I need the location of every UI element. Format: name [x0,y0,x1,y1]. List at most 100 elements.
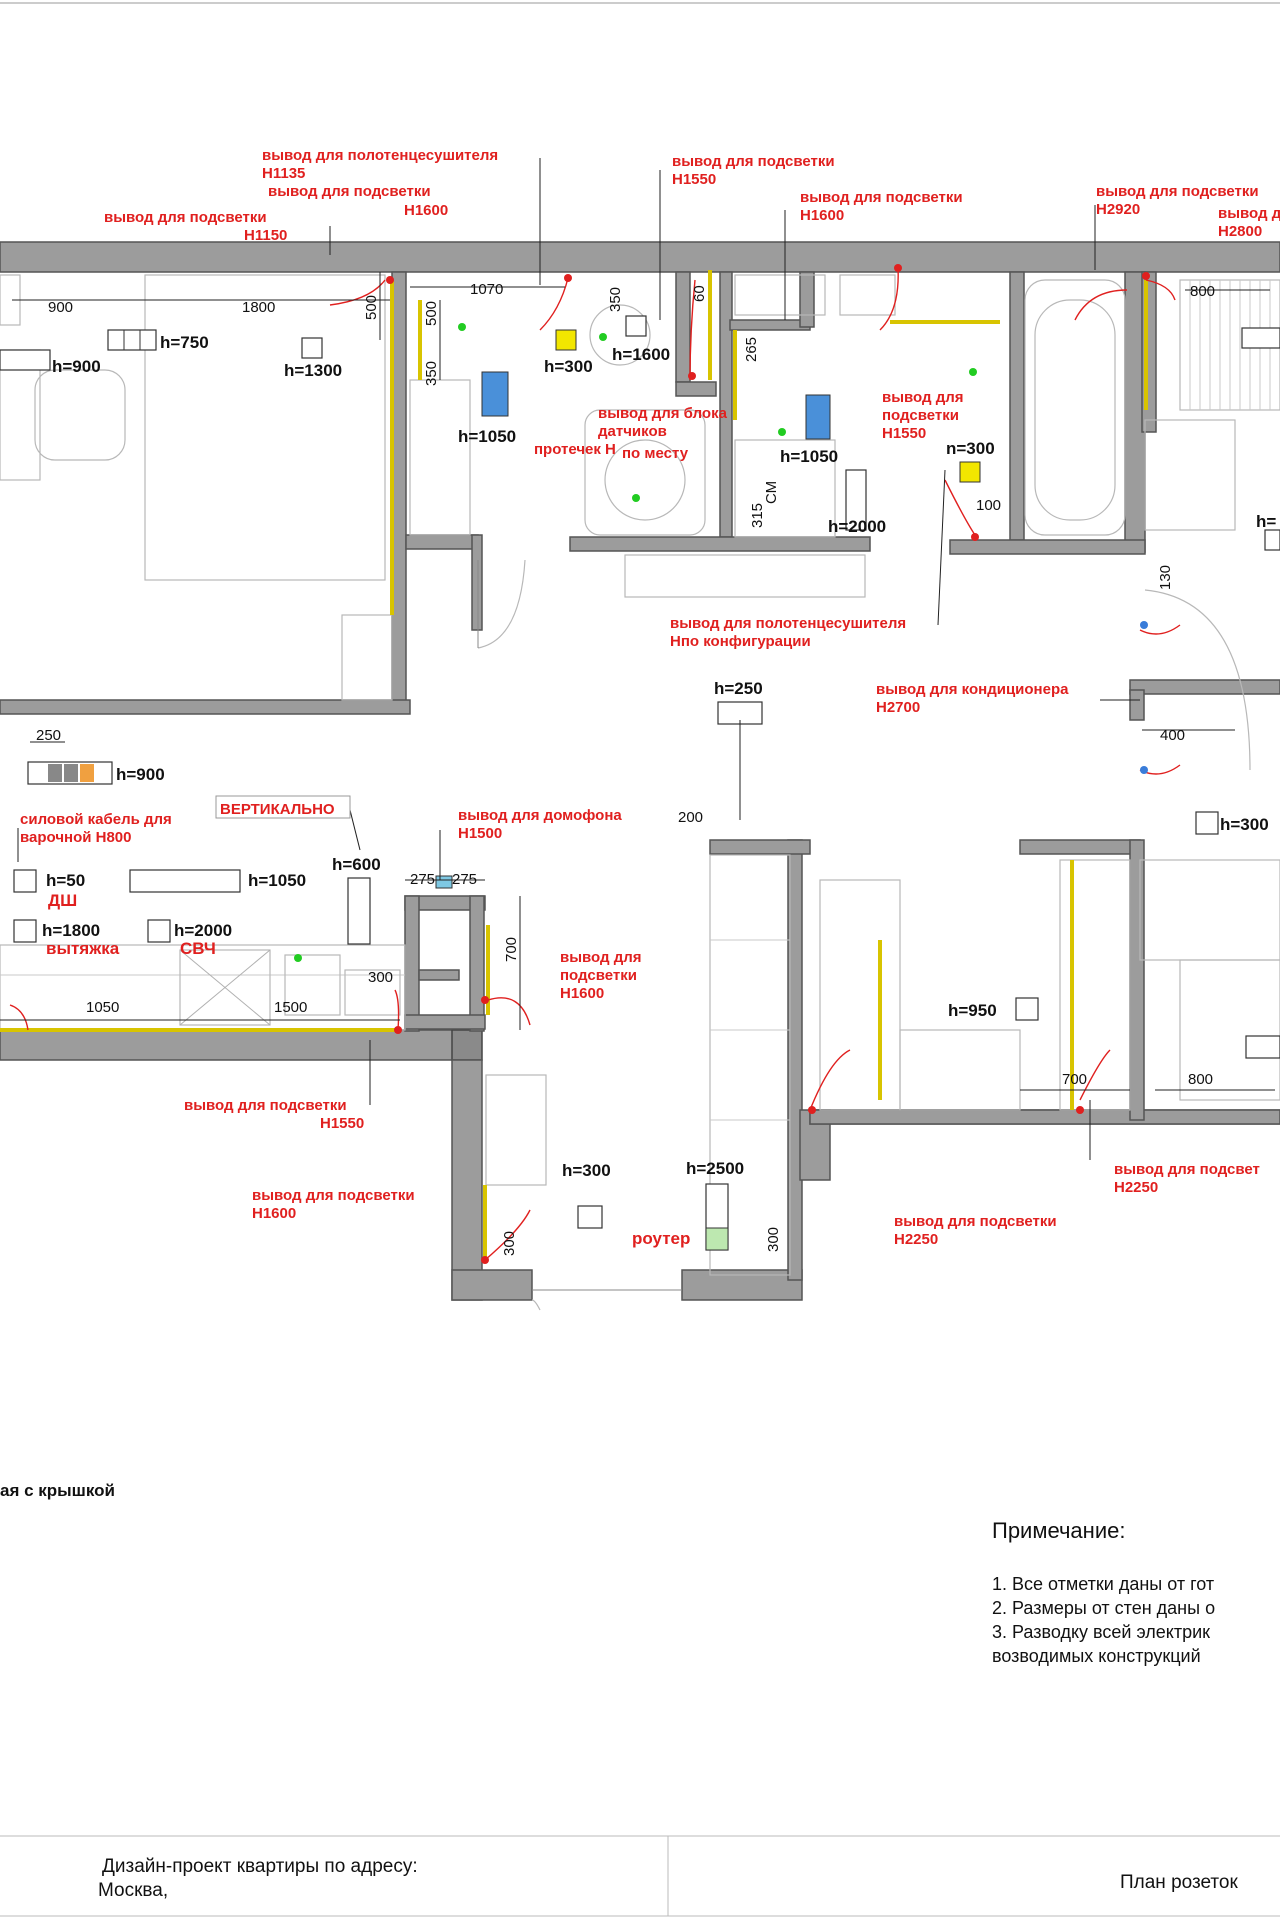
label-intercom-a: вывод для домофона [458,807,622,824]
dim-1500: 1500 [274,999,307,1016]
label-light-8c: H1600 [560,985,604,1002]
dim-350a: 350 [423,361,440,386]
h50: h=50 [46,871,85,890]
label-hood: вытяжка [46,939,120,958]
label-light-2a: вывод для подсветки [104,209,267,226]
h-cut: h= [1256,512,1276,531]
wires [9,267,1181,1261]
dim-275b: 275 [452,871,477,888]
dim-800b: 800 [1188,1071,1213,1088]
n300: n=300 [946,439,995,458]
label-dsh: ДШ [48,891,77,910]
socket-right-3 [1245,1035,1280,1059]
dim-700b: 700 [1062,1071,1087,1088]
dim-500a: 500 [363,295,380,320]
socket-h1300 [301,337,323,359]
note-1: 1. Все отметки даны от гот [992,1574,1214,1594]
project-line-2: Москва, [98,1880,168,1901]
socket-h900b [27,761,113,785]
dim-300a: 300 [368,969,393,986]
label-light-4a: вывод для подсветки [800,189,963,206]
h1050c: h=1050 [248,871,306,890]
h1050b: h=1050 [780,447,838,466]
socket-h600 [347,877,371,945]
h2000b: h=2000 [174,921,232,940]
vertical-box [215,795,351,819]
dim-300b: 300 [501,1231,518,1256]
label-light-3a: вывод для подсветки [672,153,835,170]
wire-endpoints [386,264,1150,1264]
h300c: h=300 [562,1161,611,1180]
socket-yellow-1 [555,329,577,351]
h1800: h=1800 [42,921,100,940]
annotations-red: вывод для полотенцесушителя H1135 вывод … [20,147,1280,1248]
label-light-12b: H2250 [1114,1179,1158,1196]
label-power-b: варочной H800 [20,829,132,846]
label-light-8b: подсветки [560,967,637,984]
label-light-1b: H1600 [404,202,448,219]
socket-blue-1 [481,371,509,417]
dim-350b: 350 [607,287,624,312]
dim-315: 315 [749,503,766,528]
socket-yellow-2 [959,461,981,483]
label-light-6b: H2800 [1218,223,1262,240]
h750: h=750 [160,333,209,352]
label-towel-2b: Hпо конфигурации [670,633,811,650]
label-light-3b: H1550 [672,171,716,188]
sensor-dots [294,323,977,962]
socket-h1800 [13,919,37,943]
h900b: h=900 [116,765,165,784]
walls [0,241,1280,1301]
label-sensor-a: вывод для блока [598,405,728,422]
h250: h=250 [714,679,763,698]
label-vertical: ВЕРТИКАЛЬНО [220,801,335,818]
label-light-10b: H1600 [252,1205,296,1222]
socket-h1050c [129,869,241,893]
label-light-12a: вывод для подсвет [1114,1161,1260,1178]
label-light-6a: вывод д [1218,205,1280,222]
label-sensor-d: по месту [622,445,689,462]
socket-h50 [13,869,37,893]
label-light-5a: вывод для подсветки [1096,183,1259,200]
label-towel-1a: вывод для полотенцесушителя [262,147,498,164]
label-light-11a: вывод для подсветки [894,1213,1057,1230]
label-power-a: силовой кабель для [20,811,172,828]
dim-900: 900 [48,299,73,316]
ac-dots [1140,621,1148,774]
dim-265: 265 [743,337,760,362]
title-block: Дизайн-проект квартиры по адресу: Москва… [0,1835,1280,1917]
height-labels: h=750 h=900 h=1300 h=300 h=1600 h=1050 h… [42,333,1276,1180]
h300a: h=300 [544,357,593,376]
socket-h300b [1195,811,1219,835]
socket-h2000 [845,469,867,531]
dim-sm: СМ [763,481,780,504]
socket-h750 [107,329,157,351]
label-light-7c: H1550 [882,425,926,442]
label-sensor-c: протечек H [534,441,616,458]
label-light-4b: H1600 [800,207,844,224]
label-light-9a: вывод для подсветки [184,1097,347,1114]
h300b: h=300 [1220,815,1269,834]
legend-cover: ая с крышкой [0,1481,115,1500]
label-light-2b: H1150 [244,227,287,244]
socket-h2500 [705,1183,729,1251]
h1600: h=1600 [612,345,670,364]
h1050a: h=1050 [458,427,516,446]
dim-1800: 1800 [242,299,275,316]
label-ac-a: вывод для кондиционера [876,681,1069,698]
dim-1070: 1070 [470,281,503,298]
note-3: 3. Разводку всей электрик [992,1622,1210,1642]
h2000a: h=2000 [828,517,886,536]
sheet-title: План розеток [1120,1872,1238,1893]
leader-lines [17,158,1140,1160]
dim-250: 250 [36,727,61,744]
h600: h=600 [332,855,381,874]
notes: Примечание: 1. Все отметки даны от гот 2… [992,1518,1215,1666]
h2500: h=2500 [686,1159,744,1178]
label-sensor-b: датчиков [598,423,667,440]
dim-700a: 700 [503,937,520,962]
socket-intercom [435,875,453,889]
fixtures [0,274,1280,1311]
dimension-lines [0,272,1275,1091]
